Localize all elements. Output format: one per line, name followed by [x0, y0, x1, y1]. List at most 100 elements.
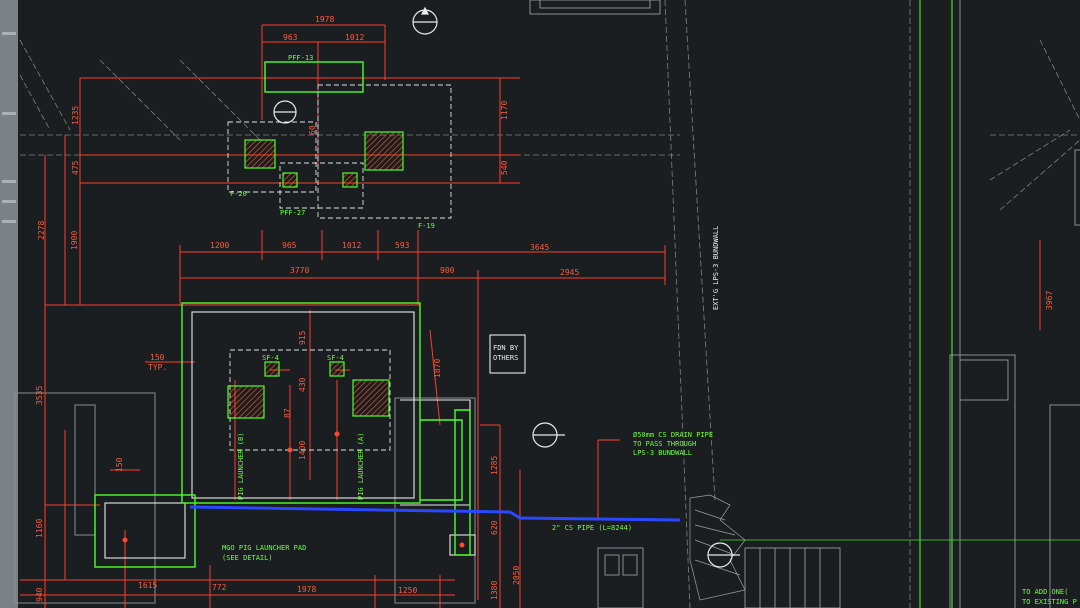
toolbar-tick[interactable]	[2, 32, 16, 35]
dim-text: 963	[283, 33, 298, 42]
label-pff27: PFF-27	[280, 209, 305, 217]
footing-outline-f20	[227, 121, 317, 193]
dim-text: 3535	[35, 386, 44, 405]
point-marker	[122, 537, 128, 543]
point-marker	[287, 447, 293, 453]
dim-text: 940	[35, 587, 44, 602]
point-marker	[459, 542, 465, 548]
dim-text: 1400	[298, 441, 307, 460]
dimension-texts: 1978 963 1012 1235 1170 475 540 60 2278 …	[35, 15, 1054, 602]
cs-pipe-line	[189, 505, 681, 522]
foundation-labels: PFF-13 PFF-27 F-20 F-19 SF-4 SF-4 PIG LA…	[222, 54, 1077, 606]
footing-square	[364, 131, 404, 171]
green-foundations	[94, 61, 471, 568]
left-pit-green	[94, 494, 196, 568]
construction-line	[179, 59, 261, 141]
label-cs-pipe: 2" CS PIPE (L=8244)	[552, 524, 632, 532]
hatch-area	[689, 494, 746, 601]
hatch-outline	[689, 494, 746, 601]
outline-stairs	[744, 547, 841, 608]
dim-text: 150	[115, 457, 124, 472]
dim-text: 965	[282, 241, 297, 250]
dim-text: 1380	[490, 581, 499, 600]
toolbar-tick[interactable]	[2, 200, 16, 203]
label-drain-2: TO PASS THROUGH	[633, 440, 696, 448]
construction-lines	[19, 0, 1080, 608]
dim-text: 1200	[210, 241, 229, 250]
label-sf4: SF-4	[327, 354, 344, 362]
section-marker-arrow	[421, 6, 429, 15]
hatch-line	[694, 524, 736, 536]
dim-text: 540	[500, 160, 509, 175]
toolbar-tick[interactable]	[2, 180, 16, 183]
dim-text: 1285	[490, 456, 499, 475]
outline-right-inner	[959, 359, 1009, 401]
left-toolbar-strip[interactable]	[0, 0, 18, 608]
outline-right-building	[949, 354, 1016, 608]
red-dimension-lines	[20, 24, 1041, 608]
dim-text: 2945	[560, 268, 579, 277]
dim-text: 1978	[297, 585, 316, 594]
outline-right-post	[1074, 149, 1080, 226]
label-drain-3: LPS-3 BUNDWALL	[633, 449, 692, 457]
construction-line	[99, 59, 181, 141]
footing-square	[342, 172, 358, 188]
dim-text: 2050	[512, 566, 521, 585]
dim-text: 1250	[398, 586, 417, 595]
hatch-line	[694, 559, 741, 576]
dim-text: 900	[440, 266, 455, 275]
outline-right-edge	[1049, 404, 1080, 608]
label-pig-b: PIG LAUNCHER (B)	[237, 433, 245, 500]
white-labels: FDN BY OTHERS EXT'G LPS-3 BUNDWALL	[493, 226, 720, 362]
construction-line	[999, 139, 1080, 211]
footing-outline-pff27	[279, 162, 364, 209]
dim-text: 1012	[342, 241, 361, 250]
construction-line	[19, 74, 51, 131]
pipe	[189, 505, 681, 522]
footing-square	[264, 361, 280, 377]
launcher-pad-green	[181, 302, 421, 504]
label-sf4: SF-4	[262, 354, 279, 362]
construction-line	[664, 0, 691, 608]
section-markers	[273, 6, 740, 568]
outline-left-column	[74, 404, 96, 536]
dim-line	[429, 329, 441, 426]
label-others: OTHERS	[493, 354, 518, 362]
dim-text: 1012	[345, 33, 364, 42]
launcher-pad-green-ext	[420, 419, 463, 501]
construction-line	[684, 0, 716, 501]
dim-text: 1235	[71, 106, 80, 125]
outline-top-rect-inner	[539, 0, 651, 9]
hatch-line	[694, 539, 736, 556]
launcher-pad-inner	[191, 311, 415, 499]
point-markers	[122, 431, 465, 548]
point-marker	[334, 431, 340, 437]
construction-line	[19, 39, 71, 131]
grey-outlines	[14, 0, 1080, 608]
label-mgo-1: MGO PIG LAUNCHER PAD	[222, 544, 306, 552]
dim-text: 593	[395, 241, 410, 250]
label-f19: F-19	[418, 222, 435, 230]
outline-window-pane	[622, 554, 638, 576]
label-fdn-by: FDN BY	[493, 344, 519, 352]
dim-text: 1870	[433, 359, 442, 378]
label-bundwall: EXT'G LPS-3 BUNDWALL	[712, 226, 720, 310]
dim-text: 1160	[35, 519, 44, 538]
left-pit-outline	[104, 502, 186, 559]
dim-text: 430	[298, 377, 307, 392]
footing-square	[282, 172, 298, 188]
dim-text: 1978	[315, 15, 334, 24]
hatch-line	[694, 509, 726, 521]
toolbar-tick[interactable]	[2, 220, 16, 223]
label-drain-1: Ø50mm CS DRAIN PIPE	[633, 431, 713, 439]
dim-text: 150	[150, 353, 165, 362]
outline-center-block	[394, 397, 476, 604]
launcher-pad-ext	[400, 399, 471, 506]
fdn-by-others-box	[489, 334, 526, 374]
dim-text: 620	[490, 520, 499, 535]
dim-text: 772	[212, 583, 227, 592]
label-pff13: PFF-13	[288, 54, 313, 62]
dim-text: 3770	[290, 266, 309, 275]
toolbar-tick[interactable]	[2, 112, 16, 115]
